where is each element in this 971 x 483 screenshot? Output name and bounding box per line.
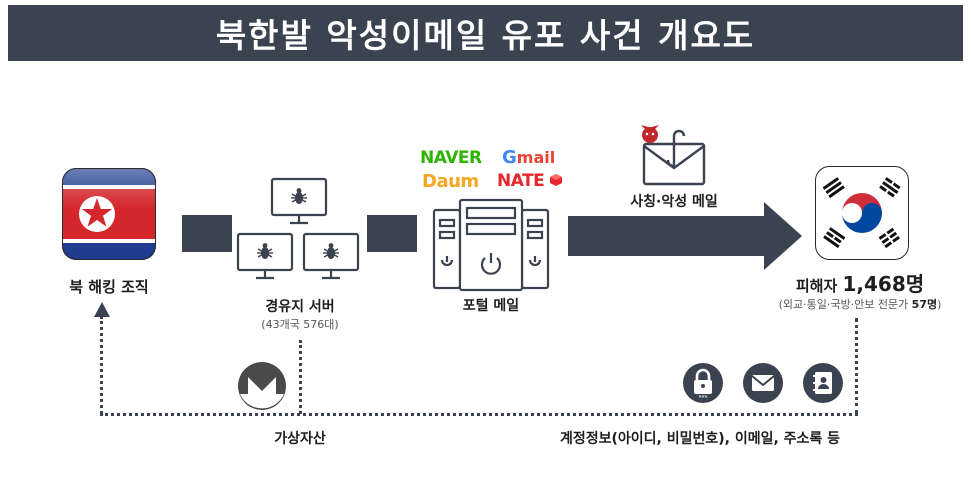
server-label: 경유지 서버 <box>265 299 335 315</box>
victim-sub-suffix: ) <box>937 298 942 311</box>
arrow-label: 사칭·악성 메일 <box>630 194 718 210</box>
victim-label-prefix: 피해자 <box>795 277 843 295</box>
monero-logo-icon <box>238 362 286 410</box>
victim-sub-prefix: (외교·통일·국방·안보 전문가 <box>778 298 912 311</box>
naver-logo: NAVER <box>420 148 482 168</box>
lock-icon: *** <box>683 363 723 403</box>
daum-logo: Daum <box>422 171 479 192</box>
hacker-label: 북 해킹 조직 <box>69 278 149 296</box>
victim-label: 피해자 1,468명 <box>760 268 960 297</box>
nate-logo-text: NATE <box>497 171 545 191</box>
return-path-right <box>855 318 858 414</box>
mail-icon <box>743 363 783 403</box>
phishing-envelope-icon <box>641 125 706 186</box>
crypto-path <box>299 340 302 414</box>
svg-text:***: *** <box>699 395 708 402</box>
gmail-logo-rest: mail <box>516 148 556 167</box>
address-book-icon <box>803 363 843 403</box>
server-sub: (43개국 576대) <box>261 318 339 331</box>
portal-label: 포털 메일 <box>462 298 520 314</box>
stolen-data-label: 계정정보(아이디, 비밀번호), 이메일, 주소록 등 <box>559 431 841 447</box>
return-path-bottom <box>100 413 858 416</box>
north-korea-flag-icon <box>62 168 156 260</box>
crypto-label: 가상자산 <box>274 431 326 447</box>
page-title: 북한발 악성이메일 유포 사건 개요도 <box>215 16 756 55</box>
return-arrowhead-icon <box>94 302 110 317</box>
virus-monitor-icon <box>236 177 360 280</box>
korea-flag-icon <box>815 166 909 260</box>
nate-logo: NATE <box>497 171 563 191</box>
gmail-logo: Gmail <box>502 147 555 168</box>
title-bar: 북한발 악성이메일 유포 사건 개요도 <box>8 5 963 61</box>
flow-arrow <box>568 202 802 270</box>
connector-bar <box>367 215 417 252</box>
nate-cube-icon <box>550 174 563 186</box>
gmail-logo-g: G <box>502 147 517 168</box>
victim-count: 1,468명 <box>842 272 925 296</box>
return-path-left <box>100 316 103 414</box>
server-tower-icon <box>432 198 550 292</box>
victim-sub: (외교·통일·국방·안보 전문가 57명) <box>752 296 968 312</box>
victim-sub-count: 57명 <box>911 298 938 311</box>
connector-bar <box>182 215 232 252</box>
